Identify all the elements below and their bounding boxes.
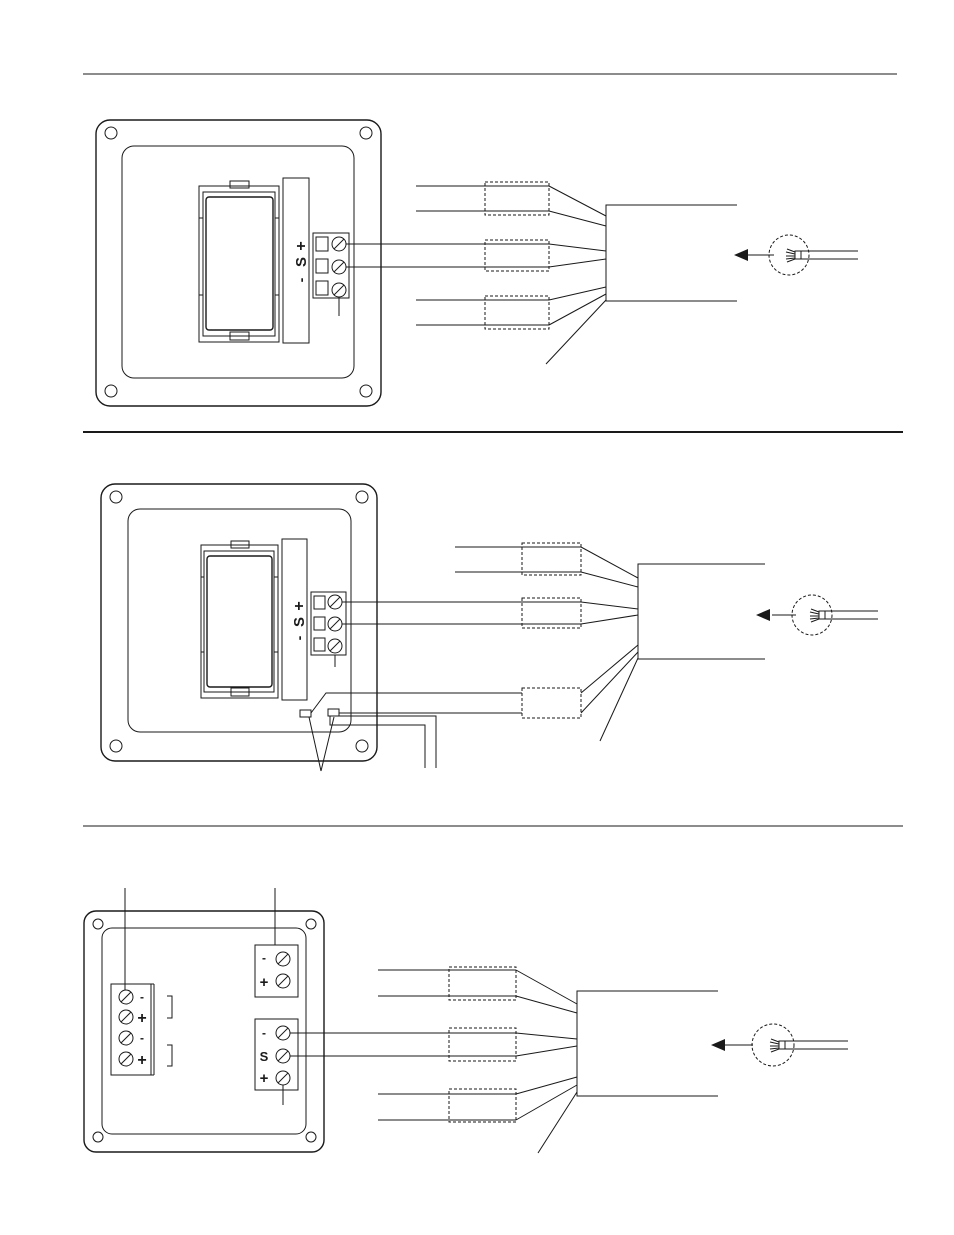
- panel-c-diagram: - + - + - + - S +: [84, 888, 848, 1153]
- terminal-label-s: S: [293, 257, 310, 267]
- screw-terminal-icon: [328, 639, 342, 653]
- terminal-label-minus: -: [140, 1031, 144, 1045]
- screw-hole: [360, 127, 372, 139]
- panel-a-terminal-block: [313, 233, 349, 316]
- screw-hole: [360, 385, 372, 397]
- dashed-junction-box: [485, 240, 549, 271]
- screw-terminal-icon: [119, 990, 133, 1004]
- panel-b-inner-frame: [128, 509, 351, 732]
- wire-strands-icon: [810, 609, 819, 622]
- screw-hole: [356, 740, 368, 752]
- dashed-junction-box: [485, 296, 549, 329]
- contact-right: [328, 709, 339, 716]
- terminal-label-plus: +: [137, 1010, 146, 1027]
- contact-left: [300, 710, 311, 717]
- dashed-junction-box: [485, 182, 549, 215]
- terminal-label-minus: -: [262, 1026, 266, 1040]
- screw-hole: [93, 1132, 103, 1142]
- terminal-label-plus: +: [293, 241, 310, 250]
- dashed-junction-box: [522, 543, 581, 575]
- panel-b-receiver-box: [638, 564, 765, 659]
- bracket: [167, 996, 172, 1018]
- screw-terminal-icon: [276, 974, 290, 988]
- terminal-label-minus: -: [262, 951, 266, 965]
- screw-terminal-icon: [332, 237, 346, 251]
- terminal-label-plus: +: [137, 1052, 146, 1069]
- panel-b-diagram: - S +: [101, 484, 878, 771]
- panel-a-terminal-labels: - S +: [293, 241, 310, 282]
- terminal-label-minus: -: [140, 990, 144, 1004]
- panel-a-diagram: - S +: [96, 120, 858, 406]
- panel-c-wiring: [290, 967, 577, 1153]
- panel-b-terminal-labels: - S +: [291, 601, 308, 640]
- terminal-label-plus: +: [260, 1070, 269, 1087]
- screw-terminal-icon: [276, 1049, 290, 1063]
- screw-terminal-icon: [276, 1071, 290, 1085]
- panel-c-receiver-box: [577, 991, 718, 1096]
- terminal-label-s: S: [291, 617, 308, 627]
- screw-terminal-icon: [276, 952, 290, 966]
- bracket: [167, 1045, 172, 1066]
- screw-terminal-icon: [119, 1052, 133, 1066]
- screw-terminal-icon: [332, 283, 346, 297]
- arrow-left-icon: [711, 1039, 725, 1051]
- terminal-label-minus: -: [291, 635, 307, 640]
- screw-terminal-icon: [276, 1026, 290, 1040]
- screw-hole: [105, 127, 117, 139]
- screw-hole: [105, 385, 117, 397]
- screw-hole: [93, 919, 103, 929]
- cable-connector-icon: [792, 595, 832, 635]
- screw-terminal-icon: [119, 1010, 133, 1024]
- panel-c-outer-plate: [84, 911, 324, 1152]
- panel-b-terminal-block: [311, 592, 346, 667]
- screw-hole: [306, 919, 316, 929]
- panel-c-upper-terminal-block: - +: [255, 945, 298, 997]
- cable-connector-icon: [769, 235, 809, 275]
- wire-strands-icon: [770, 1039, 779, 1052]
- terminal-label-minus: -: [293, 277, 309, 282]
- cable-connector-icon: [752, 1024, 794, 1066]
- terminal-label-plus: +: [260, 974, 269, 991]
- panel-b-outer-plate: [101, 484, 377, 761]
- screw-hole: [110, 740, 122, 752]
- screw-hole: [306, 1132, 316, 1142]
- panel-a-module: [199, 181, 279, 342]
- panel-b-module: [201, 541, 278, 698]
- panel-c-lower-terminal-block: - S +: [255, 1019, 298, 1105]
- screw-terminal-icon: [328, 595, 342, 609]
- screw-hole: [356, 491, 368, 503]
- arrow-left-icon: [756, 609, 770, 621]
- screw-terminal-icon: [328, 617, 342, 631]
- screw-terminal-icon: [119, 1031, 133, 1045]
- screw-hole: [110, 491, 122, 503]
- arrow-left-icon: [734, 249, 748, 261]
- screw-terminal-icon: [332, 260, 346, 274]
- terminal-label-s: S: [260, 1049, 269, 1064]
- panel-b-wiring: [342, 543, 638, 741]
- panel-c-left-terminal-block: - + - +: [111, 984, 172, 1075]
- panel-a-receiver-box: [606, 205, 737, 301]
- panel-a-outer-plate: [96, 120, 381, 406]
- panel-c-inner-frame: [102, 928, 306, 1134]
- dashed-junction-box: [522, 688, 581, 718]
- wire-strands-icon: [786, 249, 795, 262]
- terminal-label-plus: +: [291, 601, 308, 610]
- dashed-junction-box: [449, 967, 516, 1000]
- panel-a-wiring: [346, 182, 606, 364]
